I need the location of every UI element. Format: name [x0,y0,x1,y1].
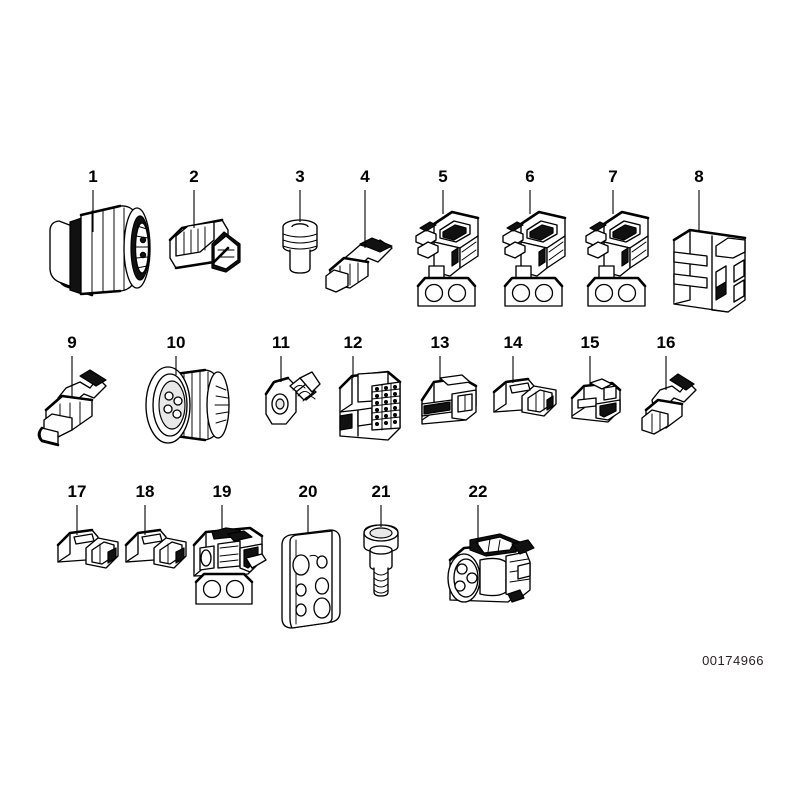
part-7-double-chamber-connector-with-seal[interactable] [585,210,650,307]
callout-number-22: 22 [469,482,488,501]
callout-number-6: 6 [525,167,534,186]
part-22-three-pin-round-connector[interactable] [447,533,535,603]
part-15-small-connector-clip[interactable] [570,378,622,423]
part-5-double-chamber-connector-with-seal[interactable] [415,210,480,307]
callout-leader-lines [71,190,700,545]
callout-number-10: 10 [167,333,186,352]
part-20-multi-hole-rubber-grommet-plate[interactable] [281,529,341,629]
part-13-two-way-connector-housing[interactable] [420,374,478,425]
callout-number-17: 17 [68,482,87,501]
part-3-rubber-sealing-plug[interactable] [282,219,318,274]
callout-number-1: 1 [88,167,97,186]
callout-number-20: 20 [299,482,318,501]
part-11-self-tapping-screw-with-collar[interactable] [264,371,321,425]
callout-number-9: 9 [67,333,76,352]
part-18-single-way-inline-connector[interactable] [124,528,187,569]
callout-number-19: 19 [213,482,232,501]
part-16-socket-terminal-contact[interactable] [641,373,697,435]
part-14-two-way-inline-connector[interactable] [492,377,557,417]
callout-number-11: 11 [272,333,290,352]
callout-numbers: 1 2 3 4 5 6 7 8 9 10 11 12 13 14 15 16 1… [67,167,703,501]
part-6-double-chamber-connector-with-seal[interactable] [502,210,567,307]
part-12-multi-pin-rectangular-connector[interactable] [338,370,402,441]
part-17-single-way-inline-connector[interactable] [56,528,119,569]
callout-number-21: 21 [372,482,391,501]
callout-number-12: 12 [344,333,363,352]
part-1-round-multi-pin-connector-housing[interactable] [49,204,151,297]
callout-number-5: 5 [438,167,447,186]
part-4-flat-blade-terminal-contact[interactable] [325,237,393,293]
callout-number-15: 15 [581,333,600,352]
part-2-two-pin-flat-connector[interactable] [168,218,241,273]
part-10-round-threaded-connector[interactable] [145,366,230,444]
diagram-reference-number: 00174966 [702,653,764,668]
callout-number-8: 8 [694,167,703,186]
callout-number-7: 7 [608,167,617,186]
part-19-double-chamber-connector-with-seal[interactable] [192,526,267,605]
part-21-shoulder-screw-stud[interactable] [363,524,399,597]
callout-number-14: 14 [504,333,523,352]
callout-number-13: 13 [431,333,450,352]
part-8-relay-socket-housing[interactable] [672,228,747,313]
callout-number-3: 3 [295,167,304,186]
callout-number-2: 2 [189,167,198,186]
part-9-pin-terminal-contact-long[interactable] [37,369,107,447]
callout-number-18: 18 [136,482,155,501]
callout-number-4: 4 [360,167,370,186]
callout-number-16: 16 [657,333,676,352]
